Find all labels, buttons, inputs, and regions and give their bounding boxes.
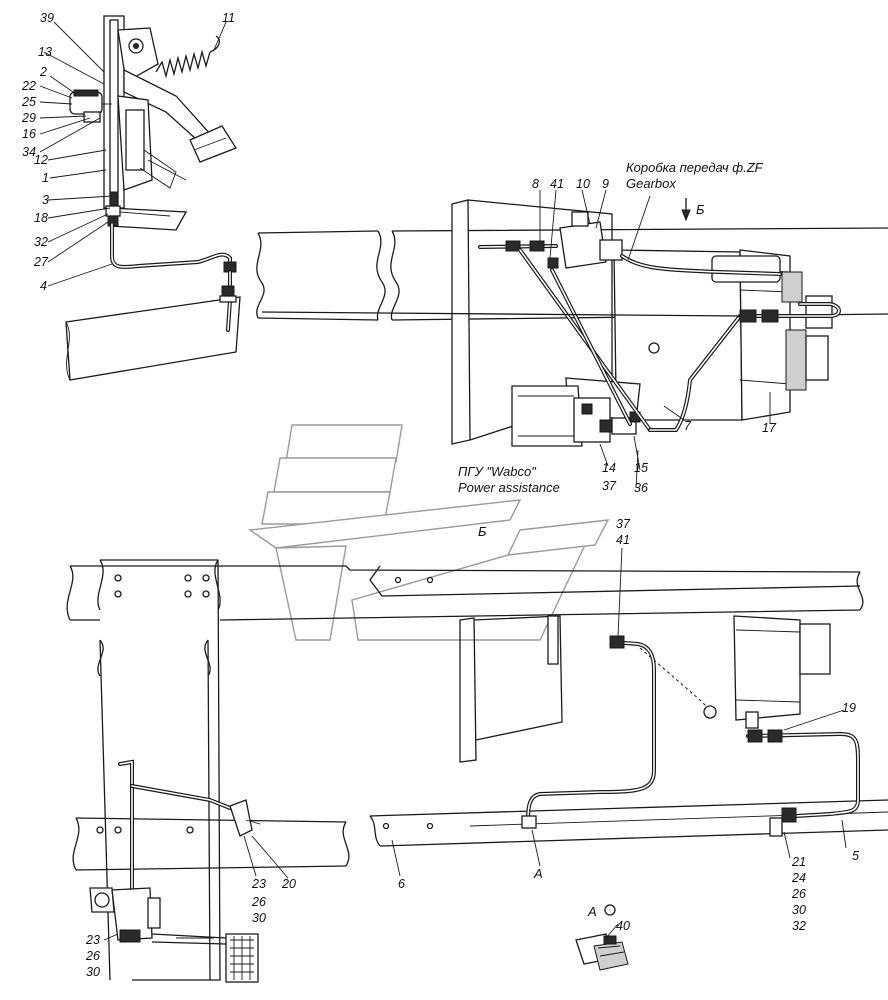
callout-3: 3: [42, 193, 49, 207]
gearbox-unit: [451, 199, 833, 445]
pedal-pad-pattern: [230, 936, 254, 980]
callout-7: 7: [684, 419, 692, 433]
callout-17: 17: [762, 421, 777, 435]
arrow-down-icon: [681, 198, 691, 222]
lower-pedal-assembly: [89, 759, 261, 983]
view-b-label-mid: Б: [478, 524, 487, 539]
callout-32b: 32: [792, 919, 806, 933]
callout-30a: 30: [252, 911, 266, 925]
callout-21: 21: [791, 855, 806, 869]
callout-26c: 26: [791, 887, 806, 901]
callout-29: 29: [21, 111, 36, 125]
pipe-5-6: [521, 635, 860, 837]
callout-9: 9: [602, 177, 609, 191]
pipe-4: [110, 222, 237, 332]
callout-20: 20: [281, 877, 296, 891]
valve-block-10: [547, 211, 623, 269]
callout-2: 2: [39, 65, 47, 79]
callout-18: 18: [34, 211, 48, 225]
gearbox-lower-view: [459, 615, 831, 763]
callout-1: 1: [42, 171, 49, 185]
callout-22: 22: [21, 79, 36, 93]
vertical-cross-member: [97, 559, 221, 981]
clutch-pedal-assembly: [69, 15, 237, 231]
callout-10: 10: [576, 177, 590, 191]
callout-25: 25: [21, 95, 36, 109]
callout-36: 36: [634, 481, 648, 495]
callout-8: 8: [532, 177, 539, 191]
power-assistance-caption-ru: ПГУ "Wabco": [458, 464, 537, 479]
detail-a-fitting: [575, 933, 629, 971]
top-frame-rail: [65, 227, 888, 381]
detail-circle-icon: [604, 904, 616, 916]
callout-40: 40: [616, 919, 630, 933]
leader-lines: [39, 21, 847, 941]
callout-41b: 41: [616, 533, 630, 547]
callout-19: 19: [842, 701, 856, 715]
callout-24: 24: [791, 871, 806, 885]
callout-41: 41: [550, 177, 564, 191]
view-a-label: А: [533, 866, 543, 881]
callout-12: 12: [34, 153, 48, 167]
captions: Коробка передач ф.ZF Gearbox ПГУ "Wabco"…: [458, 160, 764, 919]
middle-frame-rail: [66, 565, 864, 621]
callout-23b: 23: [85, 933, 100, 947]
watermark-logo: [248, 424, 610, 641]
callout-13: 13: [38, 45, 52, 59]
callout-37b: 37: [616, 517, 631, 531]
callout-34: 34: [22, 145, 36, 159]
callout-14: 14: [602, 461, 616, 475]
gearbox-pipes: [261, 240, 841, 432]
bottom-frame-rail: [72, 799, 888, 871]
callout-6: 6: [398, 877, 405, 891]
gearbox-caption-ru: Коробка передач ф.ZF: [626, 160, 764, 175]
callout-23a: 23: [251, 877, 266, 891]
callout-30b: 30: [86, 965, 100, 979]
callout-5: 5: [852, 849, 859, 863]
callout-26a: 26: [251, 895, 266, 909]
power-assistance-caption-en: Power assistance: [458, 480, 560, 495]
detail-a-label: А: [587, 904, 597, 919]
gearbox-caption-en: Gearbox: [626, 176, 676, 191]
callout-37: 37: [602, 479, 617, 493]
callout-15: 15: [634, 461, 648, 475]
callouts: 39 13 2 22 25 29 16 34 12 1 3 18 32 27 4…: [21, 11, 859, 979]
callout-26b: 26: [85, 949, 100, 963]
callout-16: 16: [22, 127, 36, 141]
callout-11: 11: [222, 11, 235, 25]
callout-32: 32: [34, 235, 48, 249]
view-b-label-top: Б: [696, 202, 705, 217]
callout-30c: 30: [792, 903, 806, 917]
callout-27: 27: [33, 255, 49, 269]
callout-39: 39: [40, 11, 54, 25]
callout-4: 4: [40, 279, 47, 293]
